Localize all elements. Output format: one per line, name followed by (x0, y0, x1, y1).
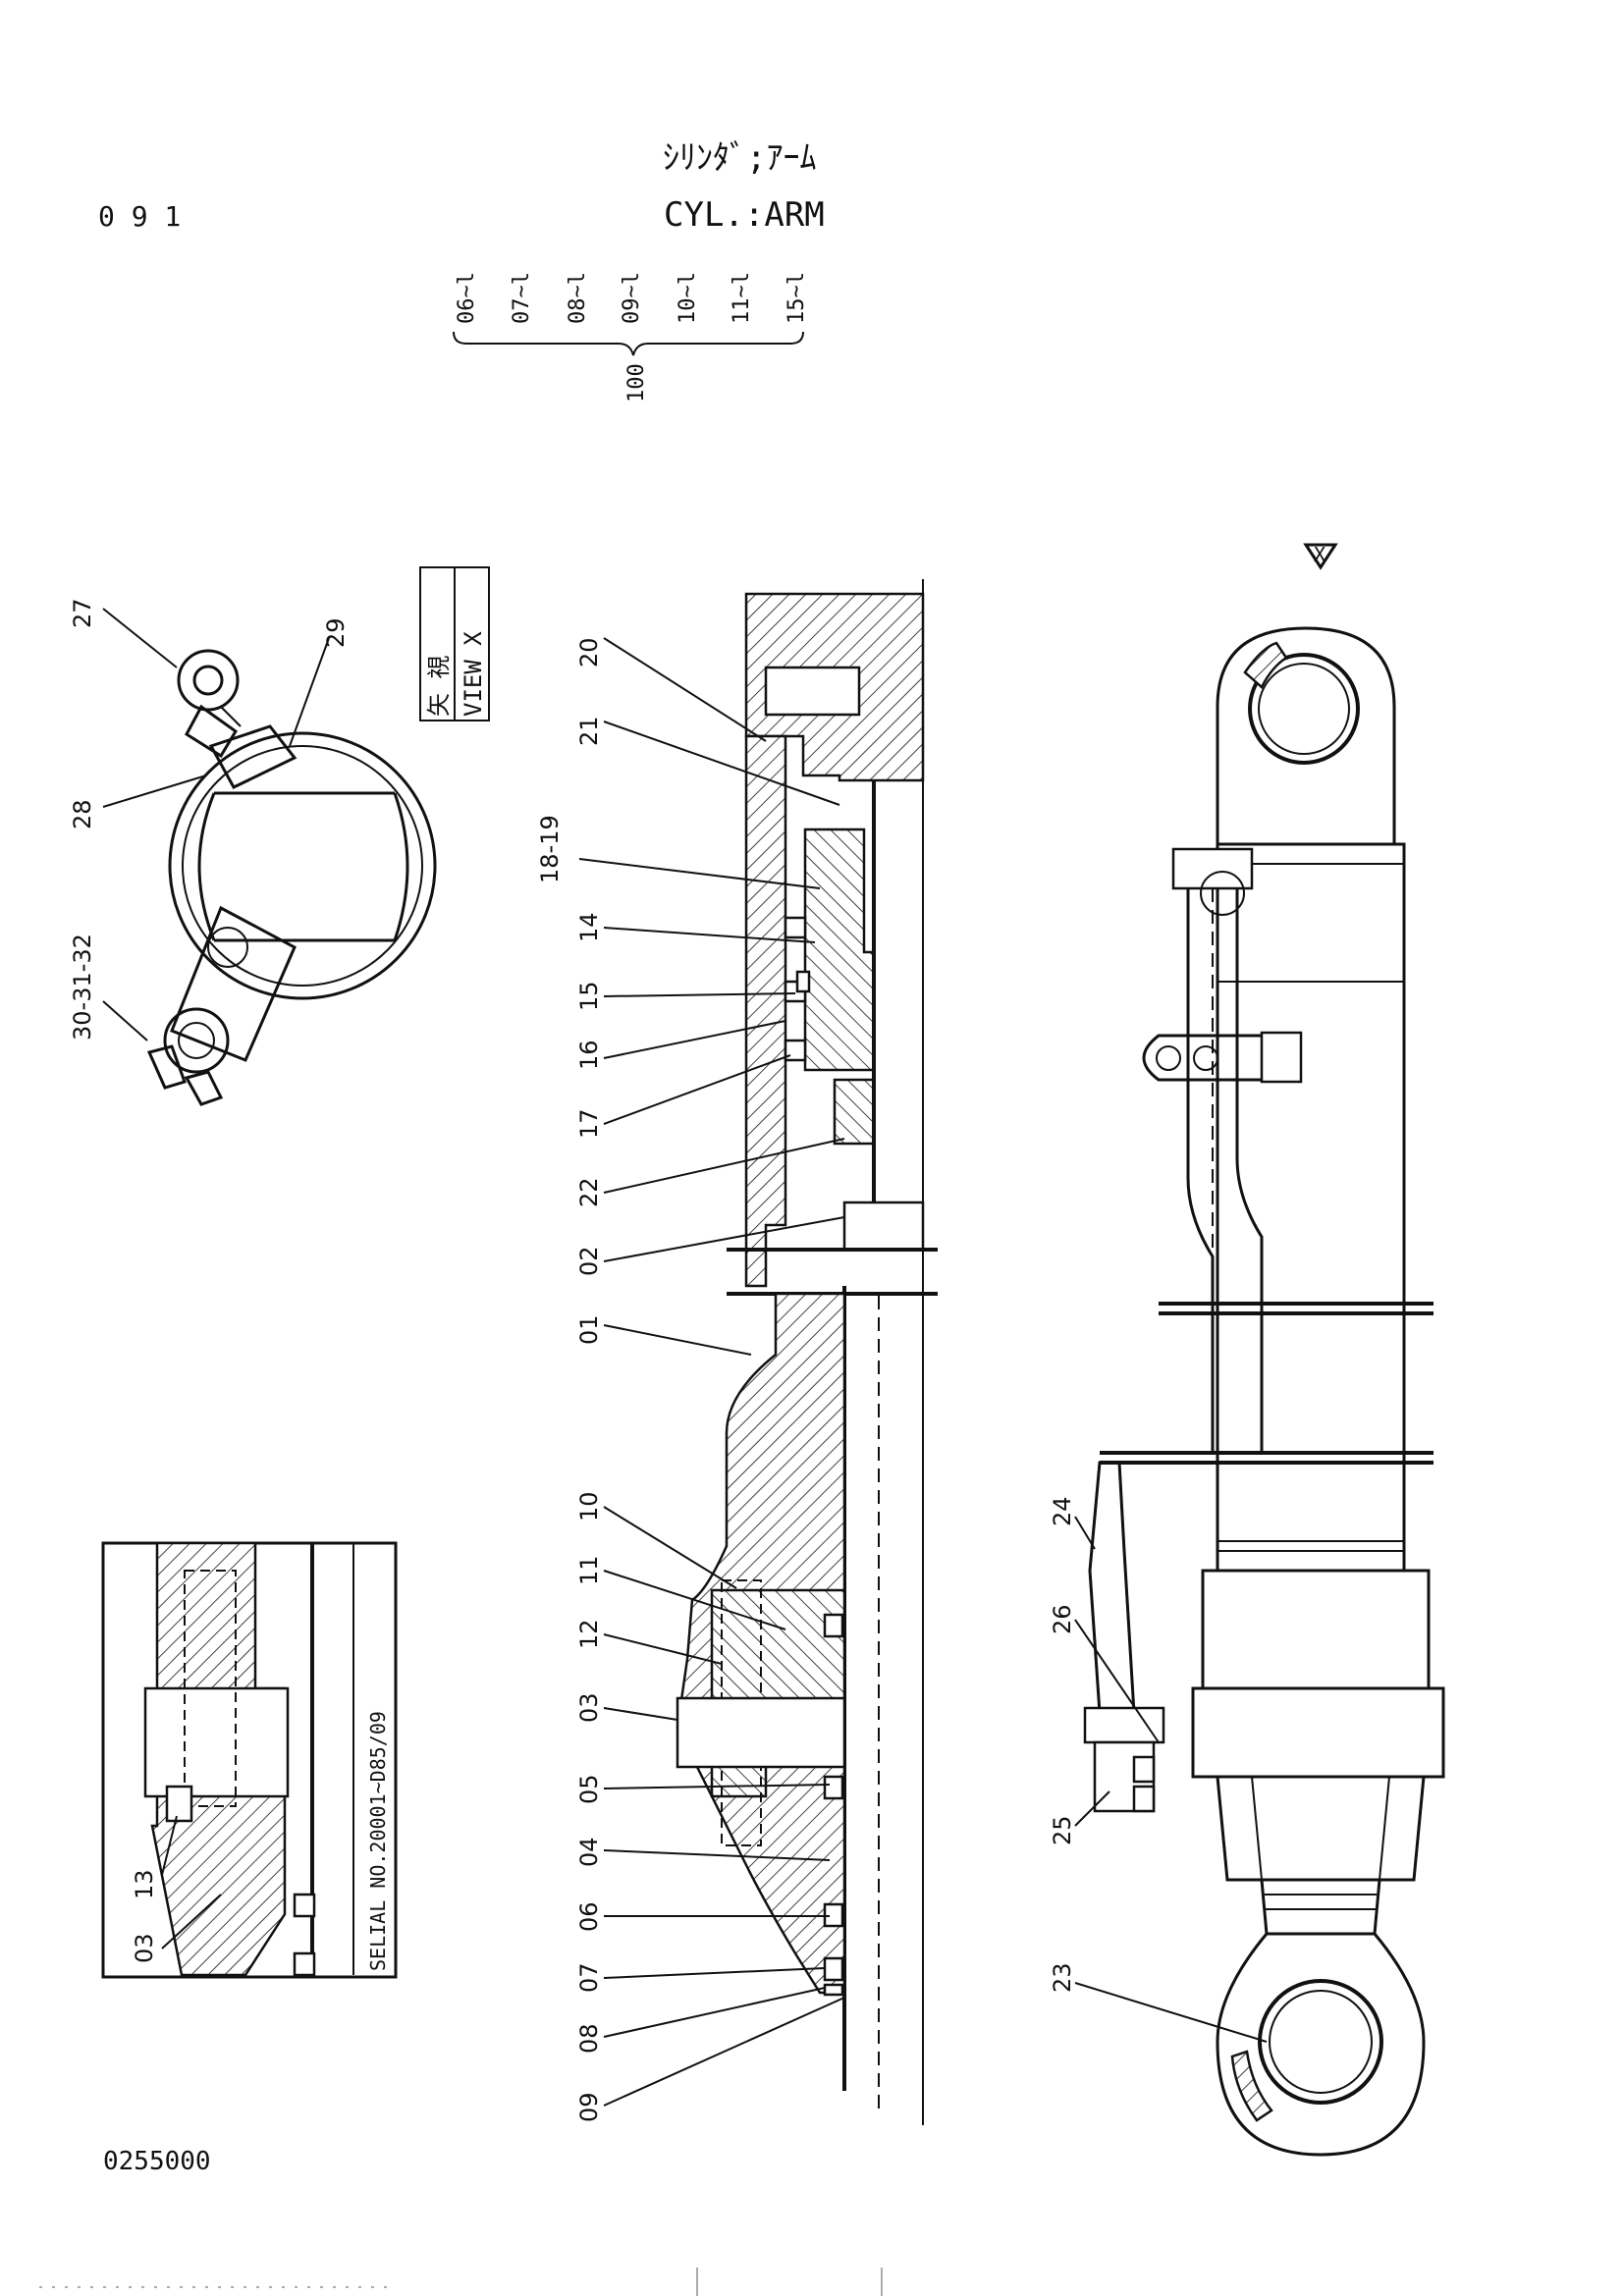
callout-03: 03 (575, 1692, 603, 1723)
model-code: 08~l (566, 272, 590, 324)
view-label-jp: 矢 視 (425, 656, 453, 717)
callout-26: 26 (1049, 1604, 1076, 1634)
model-code: 06~l (455, 272, 479, 324)
callout-01: 01 (575, 1314, 603, 1345)
callout-03-inset: 03 (131, 1933, 158, 1963)
model-code: 09~l (620, 272, 644, 324)
view-x-label: 矢 視 VIEW X (419, 566, 490, 721)
model-codes: 06~l 07~l 08~l 09~l 10~l 11~l 15~l (455, 272, 809, 324)
callout-04: 04 (575, 1837, 603, 1867)
model-code: 10~l (676, 272, 700, 324)
title-japanese: ｼﾘﾝﾀﾞ;ｱｰﾑ (663, 138, 816, 178)
callout-24: 24 (1049, 1496, 1076, 1526)
view-arrow-label: X (1314, 543, 1325, 566)
model-brace (453, 331, 804, 356)
callout-06: 06 (575, 1901, 603, 1932)
group-code: 100 (624, 363, 649, 402)
callout-21: 21 (575, 716, 603, 746)
view-x-detail (146, 649, 437, 1106)
callout-27: 27 (69, 598, 96, 628)
callout-16: 16 (575, 1040, 603, 1070)
callout-15: 15 (575, 981, 603, 1011)
callout-11: 11 (575, 1555, 603, 1585)
callout-02: 02 (575, 1246, 603, 1276)
title-english: CYL.:ARM (664, 195, 825, 235)
drawing-number: 0255000 (103, 2147, 211, 2176)
scan-artifact-marks (39, 2268, 883, 2296)
cylinder-section-view (676, 579, 938, 2125)
callout-22: 22 (575, 1177, 603, 1207)
callout-13-inset: 13 (131, 1869, 158, 1899)
callout-10: 10 (575, 1491, 603, 1522)
model-code: 07~l (510, 272, 534, 324)
callout-17: 17 (575, 1108, 603, 1139)
callout-12: 12 (575, 1619, 603, 1649)
callout-18-19: 18-19 (536, 815, 564, 883)
callout-23: 23 (1049, 1962, 1076, 1993)
model-code: 11~l (730, 272, 754, 324)
callout-08: 08 (575, 2023, 603, 2054)
cylinder-external-view: X (1083, 543, 1445, 2157)
callout-07: 07 (575, 1962, 603, 1993)
callout-05: 05 (575, 1774, 603, 1804)
callout-20: 20 (575, 637, 603, 667)
callout-14: 14 (575, 912, 603, 942)
page-code: 0 9 1 (98, 200, 181, 233)
view-label-en: VIEW X (460, 631, 487, 717)
inset-detail: SELIAL NO.20001~D85/09 (101, 1541, 398, 1979)
callouts: 27 29 28 30-31-32 20 21 18-19 14 15 16 1… (69, 598, 1268, 2122)
model-code: 15~l (784, 272, 809, 324)
callout-25: 25 (1049, 1815, 1076, 1845)
header: 0 9 1 ｼﾘﾝﾀﾞ;ｱｰﾑ CYL.:ARM 06~l 07~l 08~l … (98, 138, 825, 402)
callout-09: 09 (575, 2092, 603, 2122)
callout-28: 28 (69, 799, 96, 829)
callout-30-31-32: 30-31-32 (69, 934, 96, 1041)
inset-serial-note: SELIAL NO.20001~D85/09 (366, 1711, 390, 1971)
